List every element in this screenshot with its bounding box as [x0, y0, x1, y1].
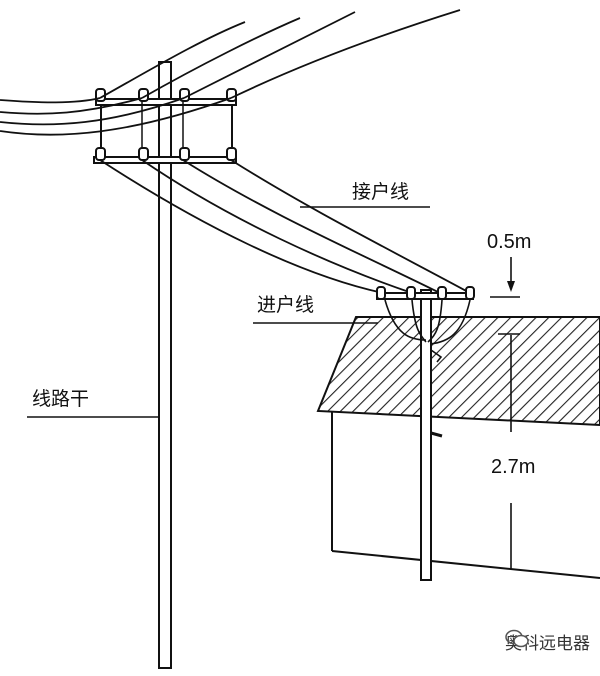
service-drop-wires: [99, 159, 471, 294]
clearance-arrowhead: [507, 281, 515, 292]
main-line-wires: [0, 9, 461, 136]
upper-crossarm: [95, 98, 237, 106]
roof: [316, 316, 600, 427]
utility-pole: [158, 61, 172, 669]
service-entrance-label: 进户线: [257, 294, 315, 316]
service-mast: [376, 286, 475, 581]
house: [316, 316, 600, 579]
eave-height-label: 2.7m: [491, 456, 536, 478]
dimension-markers: [490, 257, 520, 570]
mast-pipe: [420, 289, 432, 581]
mast-crossarm: [376, 292, 474, 300]
pole-shaft: [158, 61, 172, 669]
wechat-icon: [505, 629, 529, 648]
leader-lines: [27, 206, 430, 418]
service-drop-label: 接户线: [352, 181, 410, 203]
main-line-label: 线路干: [32, 388, 90, 410]
roof-clearance-label: 0.5m: [487, 231, 532, 253]
lower-crossarm: [93, 156, 237, 164]
house-ground-line: [331, 550, 600, 579]
watermark: 奥科远电器: [505, 629, 590, 654]
